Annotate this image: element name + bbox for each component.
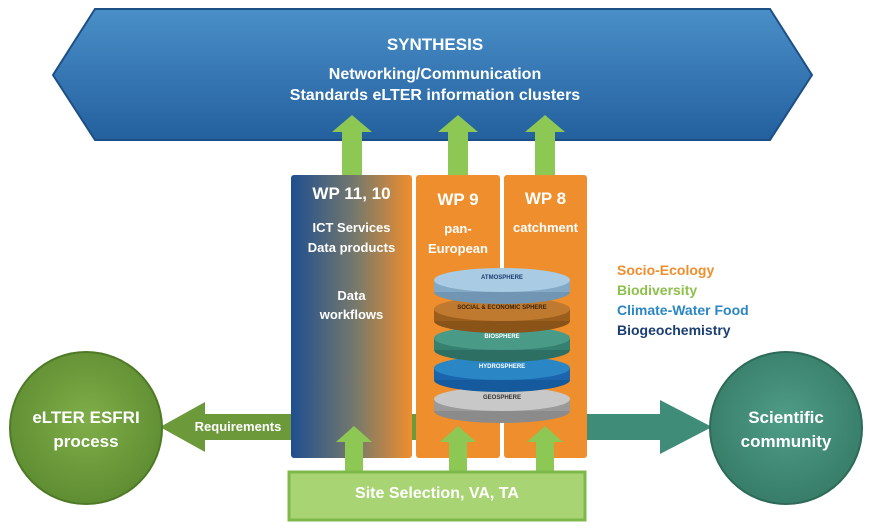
wp11-line-1: ICT Services [312,220,391,235]
banner-line-1: Networking/Communication [328,66,542,83]
site-arrow-wp8 [527,426,563,474]
sphere-stack [434,268,570,423]
wp11-line-5: workflows [319,307,384,322]
community-circle [709,351,863,505]
up-arrow-wp8 [525,115,565,175]
wp8-title: WP 8 [524,189,567,208]
legend-socio-ecology: Socio-Ecology [617,262,715,278]
synthesis-banner [51,8,814,141]
wp9-title: WP 9 [437,190,479,209]
wp-column-11-10 [291,175,412,458]
legend-climate-water-food: Climate-Water Food [617,302,749,318]
requirements-label: Requirements [194,419,282,434]
sphere-label-geosphere: GEOSPHERE [482,395,521,401]
wp11-line-2: Data products [307,240,396,255]
wp11-title: WP 11, 10 [312,184,391,203]
wp11-line-4: Data [337,288,366,303]
community-line-1: Scientific [748,408,824,427]
site-selection-bar [287,470,587,522]
sphere-label-atmosphere: ATMOSPHERE [481,275,523,281]
community-line-2: community [740,432,832,451]
site-arrow-wp9 [440,426,476,474]
esfri-line-1: eLTER ESFRI [32,408,140,427]
legend-biodiversity: Biodiversity [617,282,698,298]
legend-biogeochemistry: Biogeochemistry [617,322,731,338]
wp9-line-1: pan- [444,221,472,236]
site-arrow-wp11 [336,426,372,474]
sphere-label-biosphere: BIOSPHERE [484,334,520,340]
up-arrow-wp9 [438,115,478,175]
site-selection-label: Site Selection, VA, TA [355,485,519,502]
up-arrow-wp11 [332,115,372,175]
community-arrow [580,400,712,454]
banner-line-2: Standards eLTER information clusters [289,87,581,104]
sphere-label-social: SOCIAL & ECONOMIC SPHERE [457,305,547,311]
wp8-line-1: catchment [512,220,579,235]
esfri-circle [9,351,163,505]
esfri-line-2: process [53,432,119,451]
wp9-line-2: European [428,241,488,256]
sphere-label-hydrosphere: HYDROSPHERE [478,364,526,370]
banner-title: SYNTHESIS [386,35,484,54]
